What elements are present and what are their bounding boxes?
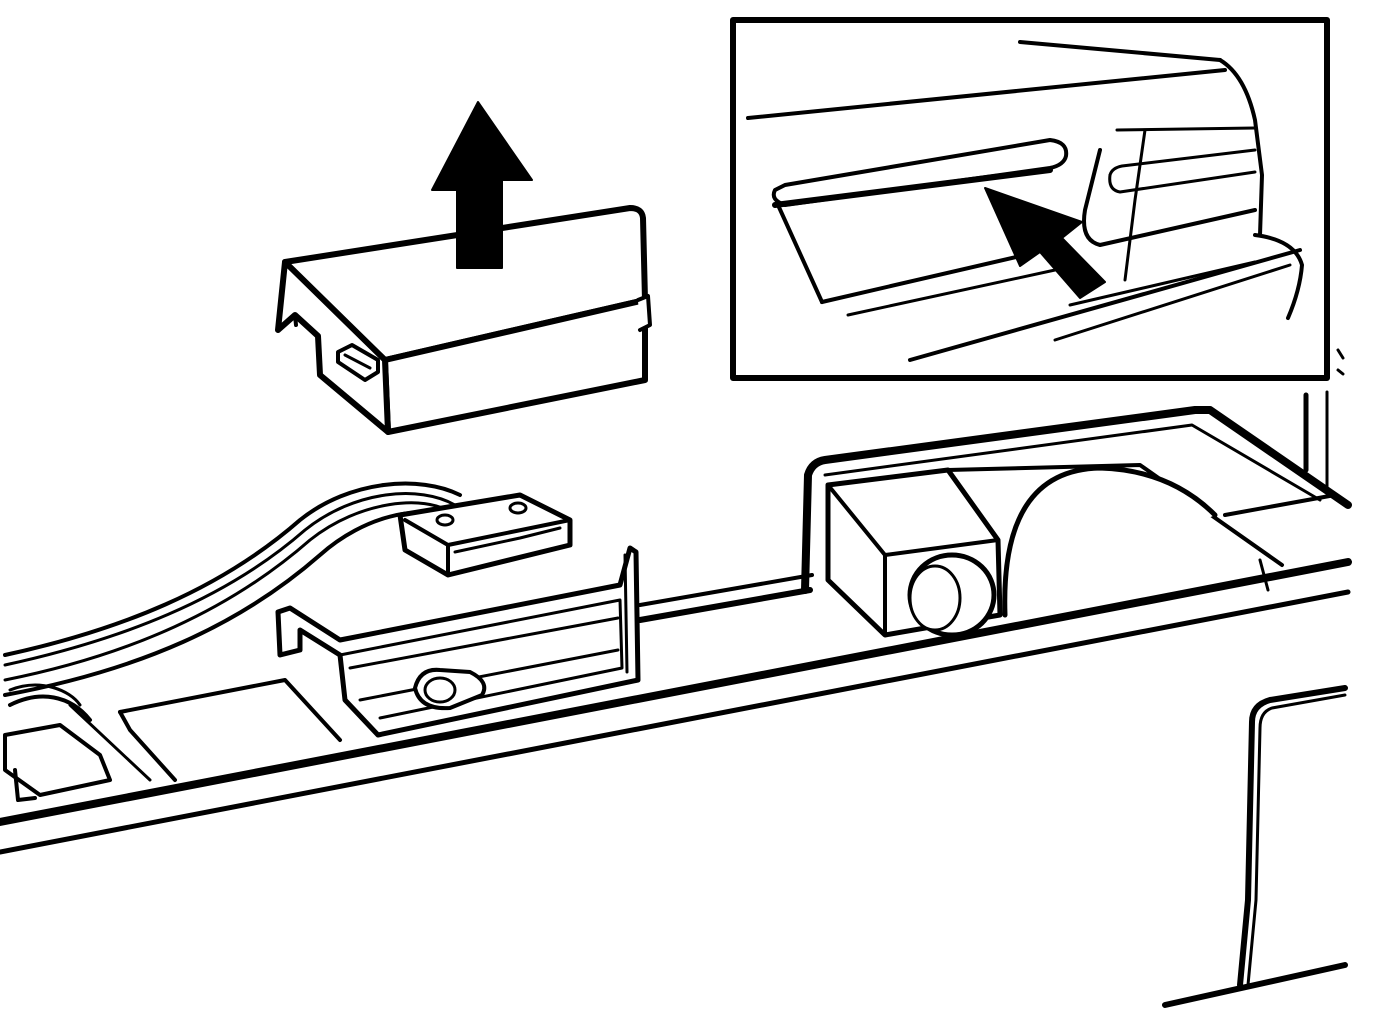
- door-handle: [746, 40, 1304, 362]
- lift-arrow: [431, 101, 533, 269]
- connector: [397, 492, 573, 578]
- inset-side-marks: [1303, 348, 1345, 492]
- push-arrow: [984, 187, 1106, 299]
- detail-inset: [730, 17, 1330, 381]
- left-blocks: [3, 678, 342, 802]
- lower-right-trim: [1162, 685, 1348, 1008]
- cover-box: [275, 205, 652, 435]
- motor-housing: [801, 406, 1352, 638]
- panel-rails: [0, 558, 1352, 855]
- bracket: [275, 545, 641, 738]
- wire-harness: [3, 481, 462, 722]
